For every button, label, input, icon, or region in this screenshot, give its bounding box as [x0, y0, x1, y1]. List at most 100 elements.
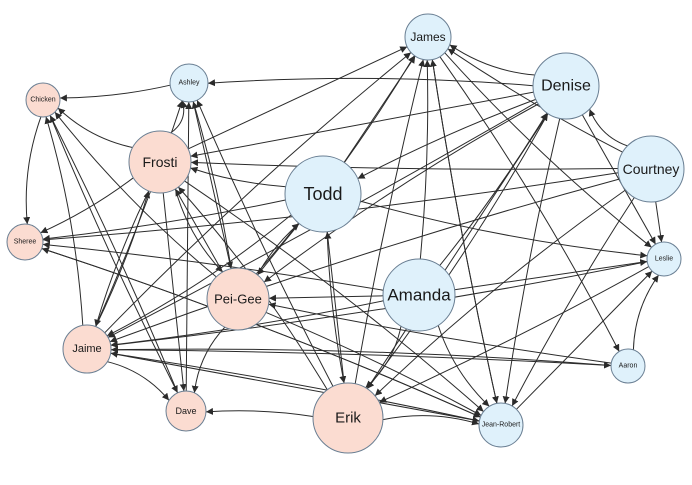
- edge-amanda-to-denise: [439, 112, 548, 266]
- edge-denise-to-frosti: [190, 91, 534, 159]
- node-leslie[interactable]: Leslie: [646, 241, 682, 277]
- edge-peigee-to-dave: [191, 326, 226, 393]
- edge-chicken-to-sheree: [23, 116, 42, 225]
- edge-peigee-to-ashley: [191, 101, 232, 269]
- edge-courtney-to-frosti: [190, 159, 619, 170]
- edge-peigee-to-chicken: [54, 111, 217, 278]
- node-todd[interactable]: Todd: [284, 155, 362, 233]
- edge-aaron-to-leslie: [632, 274, 660, 350]
- node-jaime[interactable]: Jaime: [62, 324, 112, 374]
- edge-frosti-to-peigee: [174, 188, 224, 273]
- node-chicken[interactable]: Chicken: [25, 82, 61, 118]
- edge-frosti-to-jaime: [94, 190, 150, 327]
- node-aaron-circle: [610, 348, 646, 384]
- node-aaron-label: Aaron: [619, 363, 638, 370]
- node-dave-label: Dave: [175, 406, 196, 416]
- edge-jaime-to-aaron: [110, 349, 612, 369]
- edge-jaime-to-james: [104, 52, 412, 334]
- edge-frosti-to-jeanrobert: [184, 180, 484, 412]
- node-denise-label: Denise: [541, 78, 591, 95]
- edge-courtney-to-jaime: [109, 178, 620, 343]
- edge-amanda-to-leslie: [454, 259, 648, 291]
- node-aaron[interactable]: Aaron: [610, 348, 646, 384]
- edge-aaron-to-jaime: [110, 346, 612, 366]
- edge-leslie-to-erik: [379, 266, 650, 403]
- edge-erik-to-dave: [205, 407, 314, 417]
- edge-jaime-to-frosti: [95, 190, 151, 327]
- node-dave[interactable]: Dave: [165, 390, 207, 432]
- edge-peigee-to-todd: [257, 223, 300, 276]
- node-ashley-label: Ashley: [178, 80, 200, 87]
- node-sheree-circle: [6, 223, 44, 261]
- edge-chicken-to-dave: [49, 115, 179, 394]
- node-jaime-circle: [62, 324, 112, 374]
- node-chicken-circle: [25, 82, 61, 118]
- edge-courtney-to-erik: [374, 189, 626, 397]
- node-leslie-label: Leslie: [655, 256, 673, 263]
- node-erik[interactable]: Erik: [312, 382, 384, 454]
- node-sheree[interactable]: Sheree: [6, 223, 44, 261]
- node-sheree-label: Sheree: [14, 239, 37, 246]
- node-amanda[interactable]: Amanda: [382, 258, 456, 332]
- node-denise-circle: [532, 52, 600, 120]
- edge-dave-to-chicken: [49, 115, 179, 393]
- edge-amanda-to-peigee: [268, 294, 384, 302]
- edge-jeanrobert-to-leslie: [516, 270, 653, 410]
- edge-erik-to-jeanrobert: [382, 415, 480, 426]
- node-erik-label: Erik: [335, 410, 361, 427]
- node-frosti[interactable]: Frosti: [128, 130, 192, 194]
- node-courtney-circle: [617, 135, 685, 203]
- edge-courtney-to-denise: [588, 108, 628, 147]
- node-jaime-label: Jaime: [72, 343, 101, 355]
- edge-jaime-to-dave: [107, 361, 170, 401]
- node-chicken-label: Chicken: [30, 97, 55, 104]
- node-peigee[interactable]: Pei-Gee: [206, 267, 270, 331]
- edge-erik-to-todd: [324, 231, 345, 384]
- node-courtney[interactable]: Courtney: [617, 135, 685, 203]
- edge-erik-to-james: [354, 59, 426, 384]
- edge-todd-to-leslie: [360, 200, 648, 259]
- edge-amanda-to-james: [419, 59, 431, 260]
- node-frosti-label: Frosti: [143, 154, 178, 170]
- edge-amanda-to-erik: [365, 326, 402, 389]
- edge-ashley-to-peigee: [192, 101, 233, 269]
- node-ashley[interactable]: Ashley: [169, 63, 209, 103]
- edge-denise-to-todd: [357, 98, 536, 180]
- edge-denise-to-peigee: [263, 103, 539, 283]
- edge-courtney-to-jeanrobert: [511, 197, 635, 407]
- edge-dave-to-ashley: [185, 101, 193, 392]
- node-james-circle: [404, 13, 452, 61]
- node-denise[interactable]: Denise: [532, 52, 600, 120]
- node-jeanrobert-circle: [478, 402, 524, 448]
- edge-ashley-to-chicken: [59, 84, 171, 102]
- edge-amanda-to-sheree: [42, 241, 384, 291]
- edge-sheree-to-jeanrobert: [41, 248, 481, 418]
- edge-jaime-to-jeanrobert: [110, 352, 480, 424]
- node-frosti-circle: [128, 130, 192, 194]
- edge-courtney-to-james: [447, 48, 623, 153]
- node-james[interactable]: James: [404, 13, 452, 61]
- edge-todd-to-frosti: [190, 166, 286, 188]
- node-peigee-circle: [206, 267, 270, 331]
- edge-peigee-to-frosti: [174, 188, 224, 273]
- node-peigee-label: Pei-Gee: [214, 292, 262, 307]
- edge-denise-to-erik: [366, 113, 549, 390]
- edge-courtney-to-leslie: [655, 201, 665, 243]
- edge-denise-to-james: [449, 44, 535, 76]
- node-ashley-circle: [169, 63, 209, 103]
- edge-jeanrobert-to-jaime: [110, 350, 480, 422]
- edge-leslie-to-jaime: [110, 261, 648, 349]
- node-todd-label: Todd: [303, 184, 342, 204]
- node-jeanrobert-label: Jean-Robert: [482, 422, 521, 429]
- edge-erik-to-denise: [366, 113, 549, 389]
- node-jeanrobert[interactable]: Jean-Robert: [478, 402, 524, 448]
- edge-denise-to-jeanrobert: [502, 118, 561, 404]
- node-dave-circle: [165, 390, 207, 432]
- edge-frosti-to-chicken: [57, 107, 133, 148]
- edge-layer: [23, 44, 665, 426]
- edge-frosti-to-dave: [162, 192, 187, 392]
- edge-james-to-aaron: [439, 56, 620, 352]
- edge-todd-to-jaime: [106, 214, 292, 337]
